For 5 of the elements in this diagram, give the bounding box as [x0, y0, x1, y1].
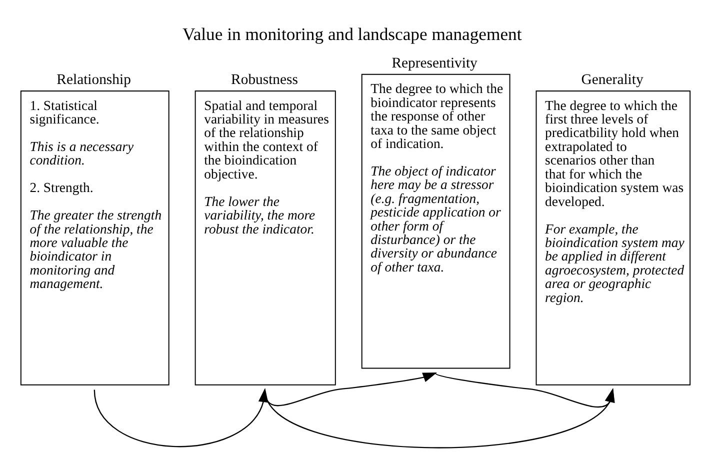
node-label: Generality	[581, 72, 644, 88]
node-label: Robustness	[231, 72, 298, 88]
diagram-title: Value in monitoring and landscape management	[182, 23, 522, 44]
node-label: Relationship	[56, 72, 131, 88]
node-label: Representivity	[392, 54, 478, 71]
